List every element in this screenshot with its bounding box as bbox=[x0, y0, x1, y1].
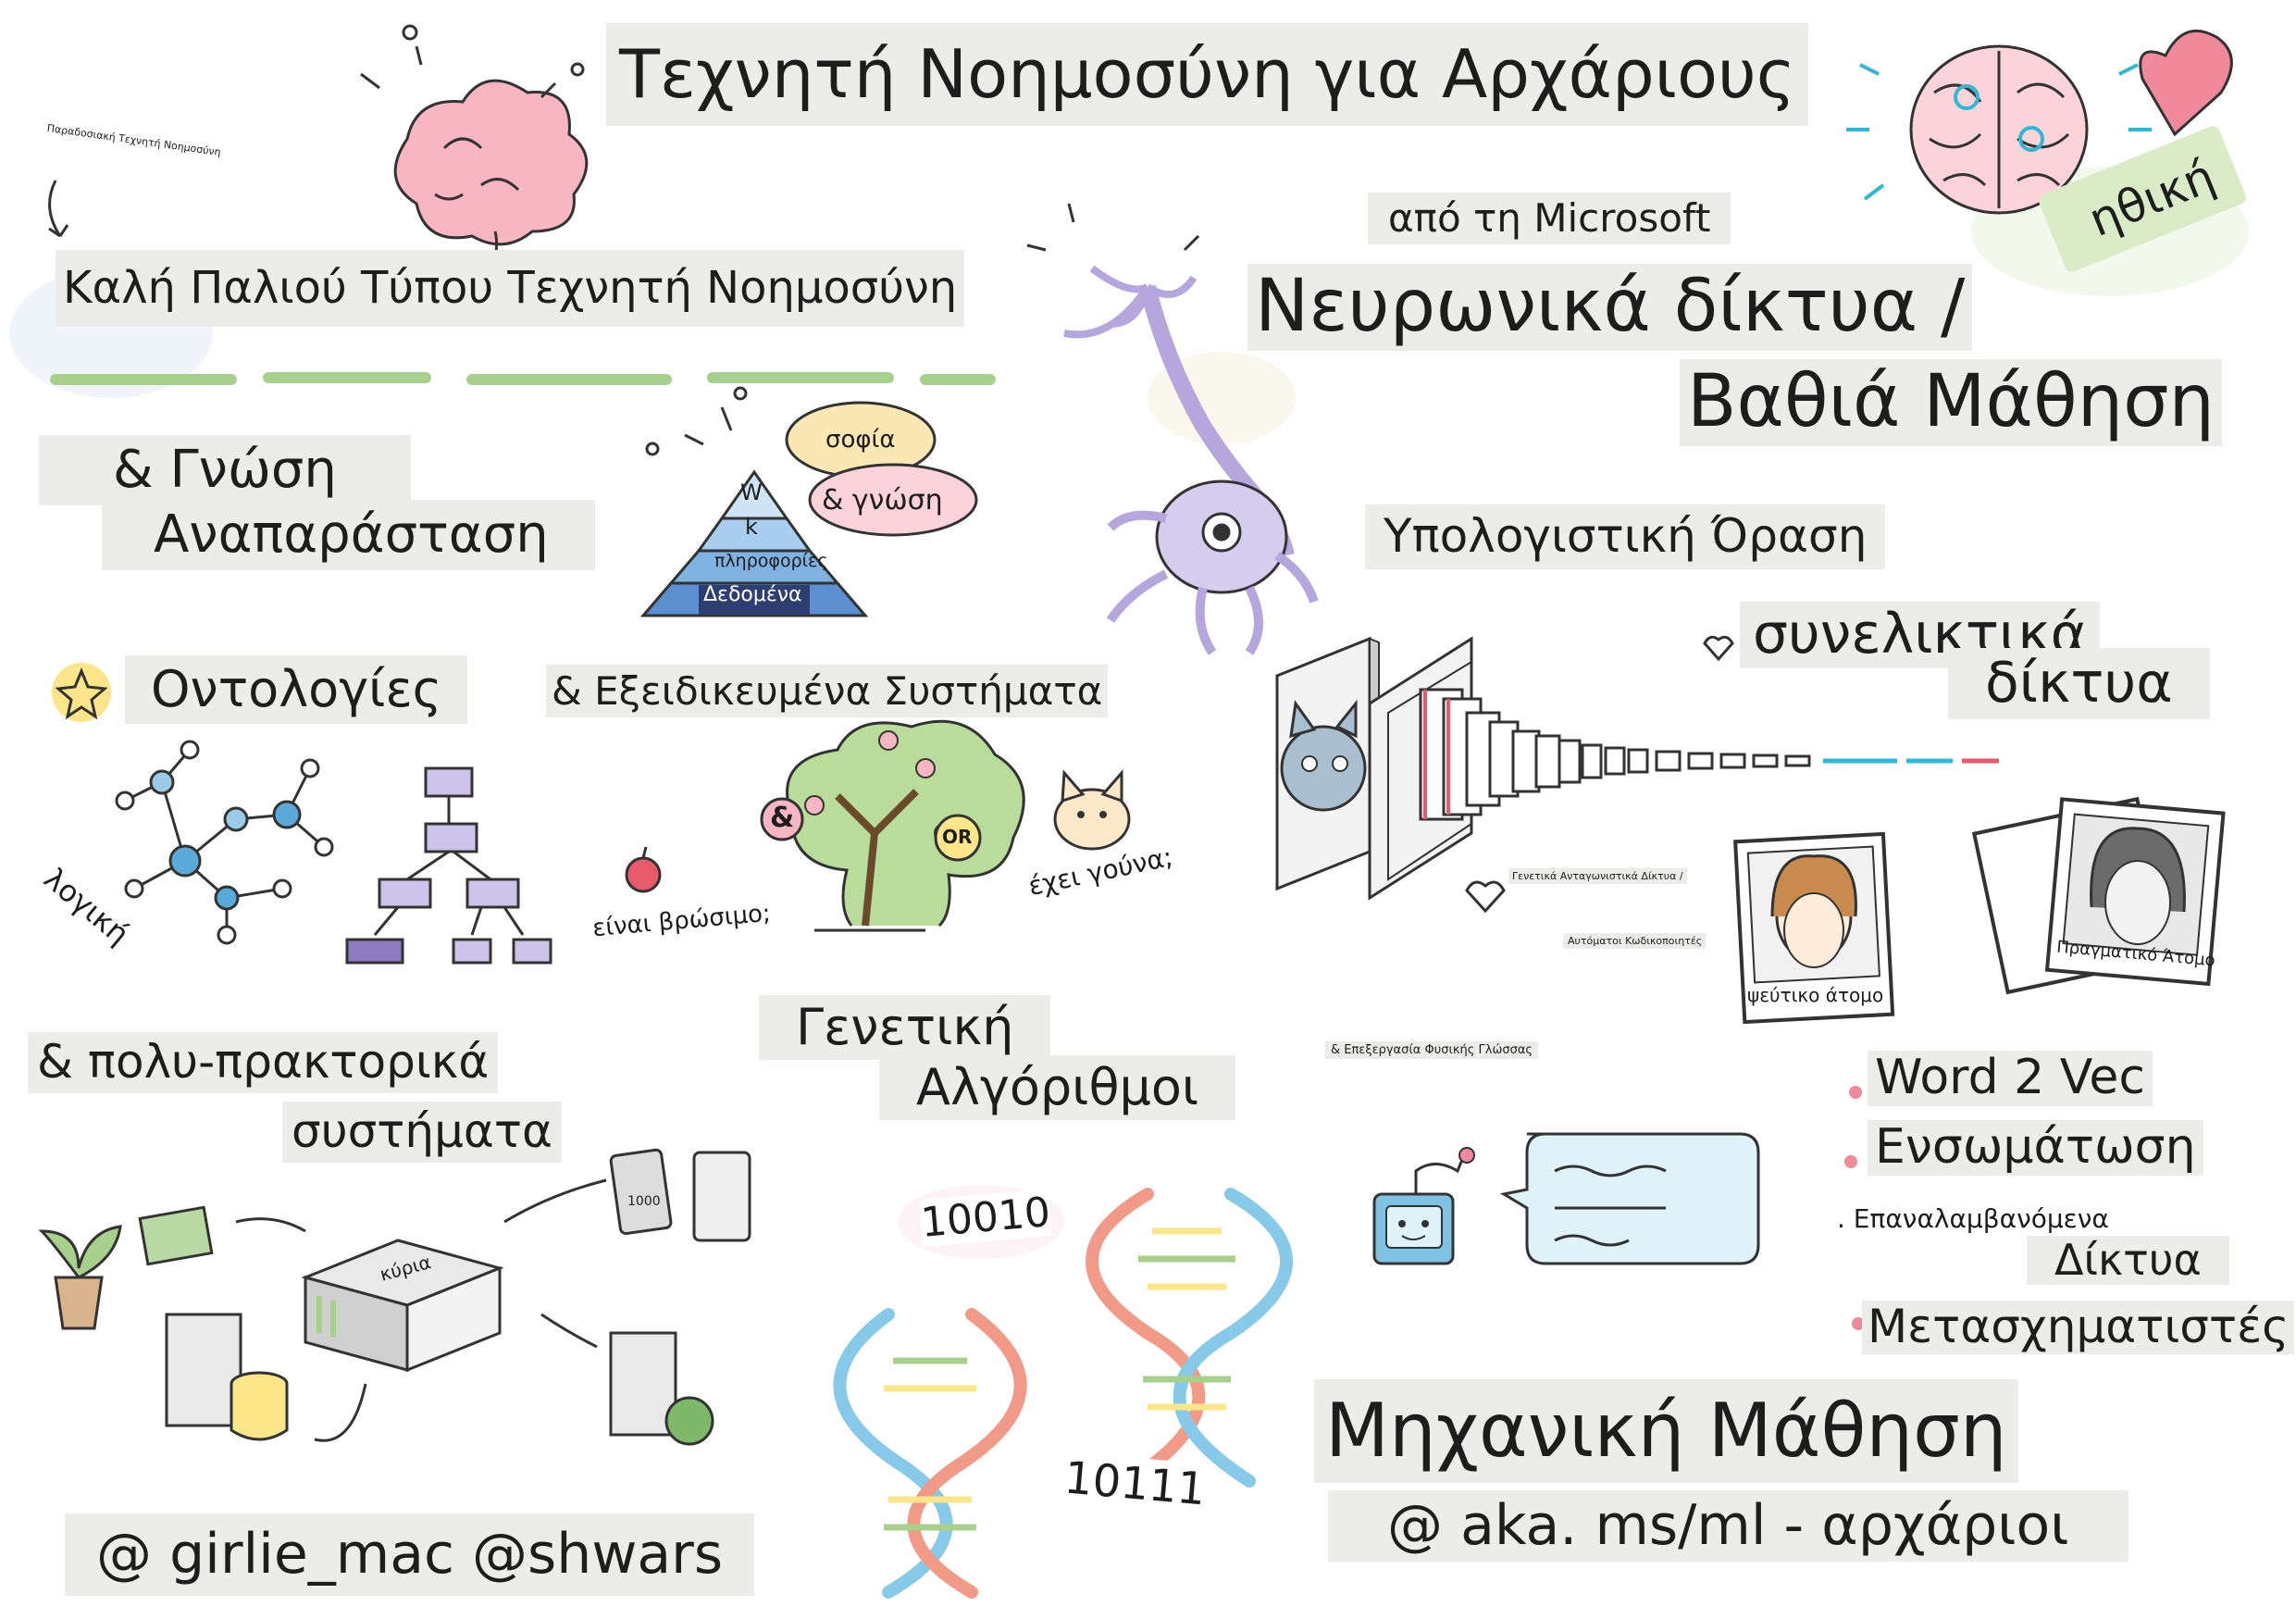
dna-rungs bbox=[884, 1227, 1235, 1531]
tablet-icon bbox=[609, 1148, 751, 1242]
recurrent-item-1: . Επαναλαμβανόμενα bbox=[1837, 1203, 2109, 1234]
page-subtitle: από τη Microsoft bbox=[1368, 193, 1731, 245]
connection-arrows bbox=[235, 1178, 607, 1442]
multiagent-heading-2: συστήματα bbox=[282, 1102, 562, 1163]
raspberry-board-icon bbox=[138, 1205, 214, 1266]
tree-or-label: OR bbox=[942, 826, 973, 848]
genetic-heading-1: Γενετική bbox=[759, 995, 1051, 1061]
word2vec-item: Word 2 Vec bbox=[1868, 1050, 2153, 1106]
pyramid-level-w: W bbox=[740, 479, 763, 505]
dna-icon bbox=[1086, 1188, 1293, 1488]
cnn-icon bbox=[1275, 636, 1999, 901]
neural-networks-heading-2: Βαθιά Μάθηση bbox=[1680, 359, 2222, 446]
portrait-fake-icon bbox=[1733, 831, 1895, 1025]
pyramid-level-information: πληροφορίες bbox=[714, 551, 828, 571]
ontologies-heading: Οντολογίες bbox=[125, 655, 468, 725]
database-icon bbox=[230, 1371, 289, 1441]
heart-icon bbox=[2139, 29, 2233, 137]
convolutional-heading-1: συνελικτικά bbox=[1740, 602, 2101, 668]
transformers-item: Μετασχηματιστές bbox=[1862, 1300, 2295, 1354]
apple-icon bbox=[625, 846, 662, 893]
cat-icon bbox=[1053, 768, 1131, 851]
heart-bullet-icon bbox=[1703, 635, 1734, 662]
cat-photo-icon bbox=[1280, 699, 1367, 812]
star-icon bbox=[52, 663, 111, 722]
expert-systems-heading: & Εξειδικευμένα Συστήματα bbox=[546, 665, 1109, 717]
ml-link[interactable]: @ aka. ms/ml - αρχάριοι bbox=[1328, 1490, 2128, 1562]
plant-icon bbox=[38, 1225, 122, 1330]
convolutional-heading-2: δίκτυα bbox=[1948, 648, 2210, 719]
flowchart-icon bbox=[345, 766, 552, 965]
gan-label: Γενετικά Ανταγωνιστικά Δίκτυα / bbox=[1508, 868, 1687, 884]
bullet-dots bbox=[1844, 1086, 1865, 1330]
neural-networks-heading-1: Νευρωνικά δίκτυα / bbox=[1247, 264, 1973, 351]
autoencoders-label: Αυτόματοι Κωδικοποιητές bbox=[1564, 933, 1706, 949]
pyramid-level-data: Δεδομένα bbox=[703, 583, 802, 606]
dna-icon bbox=[833, 1308, 1027, 1599]
heart-bullet-icon bbox=[1465, 880, 1506, 914]
tree-icon bbox=[760, 719, 1025, 932]
portrait-real-icon bbox=[1971, 796, 2226, 995]
pyramid-icon bbox=[639, 386, 869, 617]
recurrent-item-2: Δίκτυα bbox=[2027, 1236, 2229, 1285]
tree-and-label: & bbox=[770, 802, 795, 834]
globe-server-icon bbox=[609, 1331, 714, 1446]
wisdom-label: σοφία bbox=[825, 426, 896, 454]
computer-vision-heading: Υπολογιστική Όραση bbox=[1365, 504, 1886, 569]
knowledge-heading-1: & Γνώση bbox=[39, 435, 411, 506]
neuron-icon bbox=[1026, 203, 1319, 655]
graph-icon bbox=[115, 740, 334, 945]
credits-handle: @ girlie_mac @shwars bbox=[65, 1513, 755, 1596]
page-title: Τεχνητή Νοημοσύνη για Αρχάριους bbox=[606, 23, 1809, 126]
nlp-label: & Επεξεργασία Φυσικής Γλώσσας bbox=[1325, 1041, 1539, 1059]
gofai-heading: Καλή Παλιού Τύπου Τεχνητή Νοημοσύνη bbox=[56, 250, 965, 328]
wisdom-bubble-icon bbox=[785, 401, 978, 537]
note-arrow-icon bbox=[48, 180, 69, 238]
desktop-tower-icon bbox=[165, 1313, 242, 1427]
brain-icon bbox=[360, 24, 589, 269]
green-underline bbox=[50, 372, 996, 385]
brain-two-hemispheres-icon bbox=[1846, 44, 2152, 215]
embedding-item: Ενσωμάτωση bbox=[1868, 1119, 2203, 1176]
server-icon bbox=[301, 1239, 504, 1373]
multiagent-heading-1: & πολυ-πρακτορικά bbox=[28, 1032, 499, 1093]
pyramid-level-k: k bbox=[745, 514, 758, 540]
and-knowledge-label: & γνώση bbox=[822, 484, 943, 517]
machine-learning-heading: Μηχανική Μάθηση bbox=[1314, 1379, 2018, 1483]
knowledge-heading-2: Αναπαράσταση bbox=[102, 500, 595, 571]
fake-person-label: ψεύτικο άτομο bbox=[1747, 984, 1884, 1006]
speech-bubble-icon bbox=[1499, 1132, 1760, 1265]
robot-icon bbox=[1372, 1147, 1475, 1265]
ethics-banner bbox=[2039, 126, 2246, 272]
device-number: 1000 bbox=[627, 1194, 661, 1209]
genetic-heading-2: Αλγόριθμοι bbox=[879, 1055, 1236, 1121]
